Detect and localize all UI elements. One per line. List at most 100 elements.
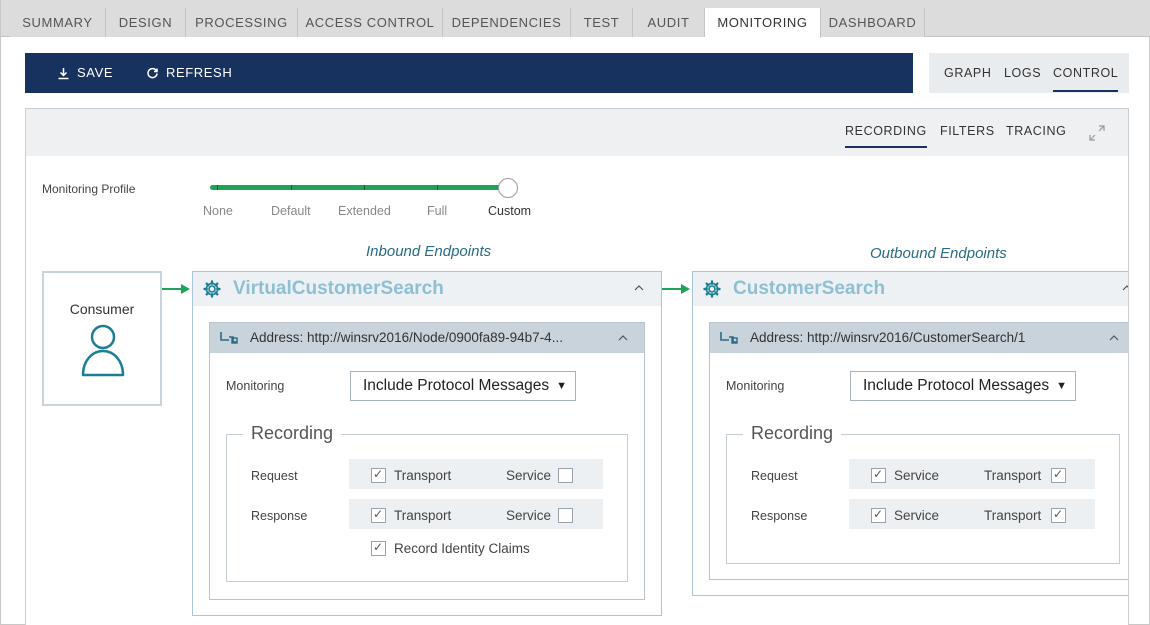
slider-tick [217, 185, 218, 190]
save-button[interactable]: SAVE [57, 53, 113, 93]
consumer-label: Consumer [69, 301, 135, 317]
tab-graph[interactable]: GRAPH [944, 66, 992, 80]
outbound-address: Address: http://winsrv2016/CustomerSearc… [750, 330, 1026, 345]
outbound-endpoint-header[interactable]: CustomerSearch [693, 272, 1129, 306]
chevron-up-icon[interactable] [1108, 332, 1120, 344]
tab-access-control[interactable]: ACCESS CONTROL [298, 8, 443, 37]
monitoring-profile-label: Monitoring Profile [42, 182, 136, 196]
inbound-endpoints-title: Inbound Endpoints [366, 243, 492, 260]
gear-icon [203, 280, 221, 298]
recording-fieldset: Recording Request Transport Service Resp… [226, 423, 628, 582]
request-flow-chevron [349, 459, 603, 489]
download-icon [57, 67, 70, 80]
outbound-endpoint-name: CustomerSearch [733, 278, 886, 299]
arrow-right-icon [162, 284, 190, 294]
tab-control[interactable]: CONTROL [1053, 53, 1119, 93]
tab-test[interactable]: TEST [571, 8, 633, 37]
monitoring-select-value: Include Protocol Messages [863, 377, 1050, 394]
monitoring-label: Monitoring [726, 379, 785, 393]
tab-summary[interactable]: SUMMARY [10, 8, 106, 37]
response-left-checkbox[interactable] [371, 507, 386, 523]
response-left-label: Transport [394, 508, 452, 523]
dropdown-arrow-icon: ▼ [1056, 380, 1067, 392]
response-right-checkbox[interactable] [1051, 507, 1066, 523]
request-left-label: Transport [394, 468, 452, 483]
outbound-address-card: Address: http://winsrv2016/CustomerSearc… [709, 322, 1128, 580]
refresh-icon [146, 67, 159, 80]
request-flow-chevron [849, 459, 1095, 489]
endpoint-icon [720, 332, 738, 344]
endpoint-icon [220, 332, 238, 344]
response-label: Response [751, 509, 808, 523]
response-left-checkbox[interactable] [871, 507, 886, 523]
slider-tick [364, 185, 365, 190]
inbound-address-card: Address: http://winsrv2016/Node/0900fa89… [209, 322, 645, 600]
inbound-address-header[interactable]: Address: http://winsrv2016/Node/0900fa89… [210, 323, 644, 353]
gear-icon [703, 280, 721, 298]
request-left-checkbox[interactable] [371, 467, 386, 483]
response-flow-chevron [849, 499, 1095, 529]
view-tabs: GRAPH LOGS CONTROL [929, 53, 1129, 93]
control-panel: RECORDING FILTERS TRACING Monitoring Pro… [25, 108, 1129, 625]
consumer-node[interactable]: Consumer [42, 271, 162, 406]
profile-level-default[interactable]: Default [271, 204, 311, 218]
monitoring-select[interactable]: Include Protocol Messages ▼ [350, 371, 576, 401]
request-right-checkbox[interactable] [1051, 467, 1066, 483]
response-label: Response [251, 509, 308, 523]
tab-monitoring[interactable]: MONITORING [705, 8, 821, 38]
request-right-checkbox[interactable] [558, 468, 573, 483]
chevron-up-icon[interactable] [617, 332, 629, 344]
refresh-button[interactable]: REFRESH [146, 53, 232, 93]
request-label: Request [251, 469, 298, 483]
refresh-label: REFRESH [166, 65, 233, 80]
chevron-up-icon[interactable] [633, 282, 645, 294]
panel-header: RECORDING FILTERS TRACING [26, 109, 1128, 156]
inbound-endpoint-card: VirtualCustomerSearch Address: http://wi… [192, 271, 662, 616]
user-icon [81, 324, 125, 377]
identity-claims-checkbox[interactable] [371, 540, 386, 556]
profile-level-custom[interactable]: Custom [488, 204, 532, 218]
profile-level-full[interactable]: Full [427, 204, 448, 218]
response-right-checkbox[interactable] [558, 508, 573, 523]
profile-level-none[interactable]: None [203, 204, 233, 218]
request-right-label: Service [506, 468, 552, 483]
tab-processing[interactable]: PROCESSING [186, 8, 298, 37]
dropdown-arrow-icon: ▼ [556, 380, 567, 392]
outbound-address-header[interactable]: Address: http://winsrv2016/CustomerSearc… [710, 323, 1128, 353]
tab-audit[interactable]: AUDIT [633, 8, 705, 37]
inbound-address: Address: http://winsrv2016/Node/0900fa89… [250, 330, 563, 345]
profile-slider-track[interactable] [210, 185, 510, 190]
expand-icon[interactable] [1088, 124, 1106, 142]
request-right-label: Transport [984, 468, 1042, 483]
request-left-checkbox[interactable] [871, 467, 886, 483]
response-left-label: Service [894, 508, 940, 523]
monitoring-label: Monitoring [226, 379, 285, 393]
outbound-endpoint-card: CustomerSearch Address: http://winsrv201… [692, 271, 1129, 596]
slider-tick [291, 185, 292, 190]
chevron-up-icon[interactable] [1121, 282, 1129, 294]
profile-level-extended[interactable]: Extended [338, 204, 391, 218]
tab-logs[interactable]: LOGS [1004, 66, 1042, 80]
profile-slider-handle[interactable] [498, 178, 518, 198]
inbound-endpoint-header[interactable]: VirtualCustomerSearch [193, 272, 661, 306]
identity-claims-label: Record Identity Claims [394, 541, 530, 556]
response-right-label: Service [506, 508, 552, 523]
request-label: Request [751, 469, 798, 483]
recording-fieldset: Recording Request Service Transport Resp… [726, 423, 1120, 564]
arrow-right-icon [662, 284, 690, 294]
tab-tracing[interactable]: TRACING [1006, 124, 1067, 138]
tab-recording[interactable]: RECORDING [845, 124, 927, 148]
request-left-label: Service [894, 468, 940, 483]
outbound-endpoints-title: Outbound Endpoints [870, 245, 1007, 262]
monitoring-select[interactable]: Include Protocol Messages ▼ [850, 371, 1076, 401]
main-tab-bar: SUMMARY DESIGN PROCESSING ACCESS CONTROL… [1, 0, 1150, 38]
save-label: SAVE [77, 65, 114, 80]
response-right-label: Transport [984, 508, 1042, 523]
tab-dashboard[interactable]: DASHBOARD [821, 8, 925, 37]
toolbar: SAVE REFRESH [25, 53, 913, 93]
slider-tick [437, 185, 438, 190]
tab-dependencies[interactable]: DEPENDENCIES [443, 8, 571, 37]
tab-design[interactable]: DESIGN [106, 8, 186, 37]
tab-filters[interactable]: FILTERS [940, 124, 995, 138]
